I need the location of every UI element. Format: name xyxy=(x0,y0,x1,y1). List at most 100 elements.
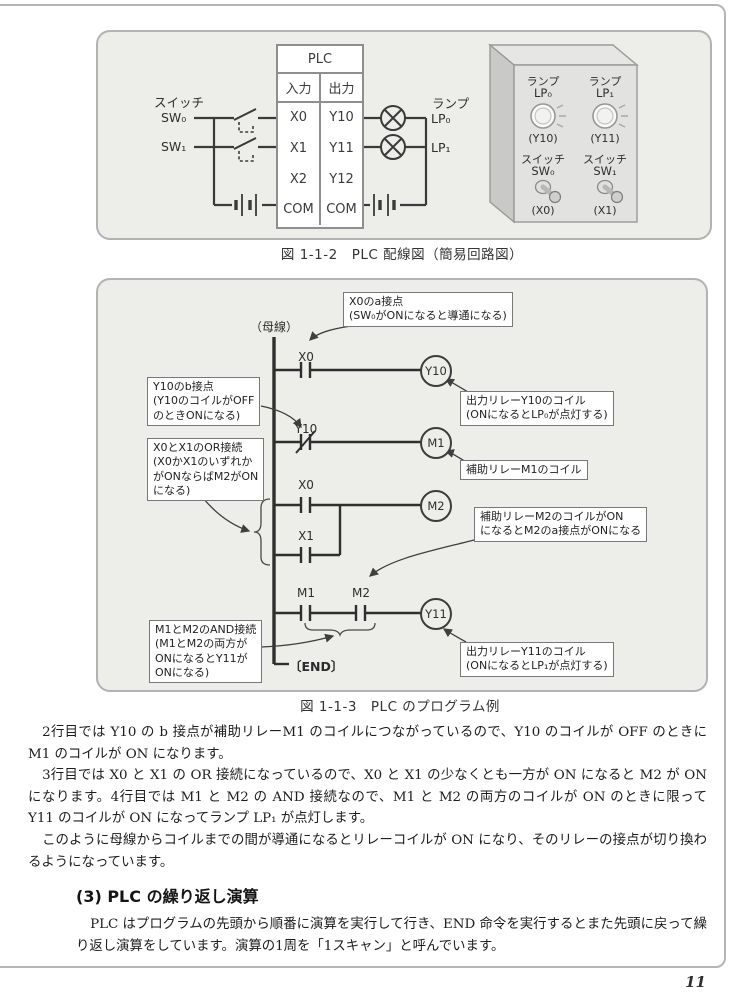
plc-table-title: PLC xyxy=(278,46,362,74)
annotation-and-connection: M1とM2のAND接続 (M1とM2の両方が ONになるとY11が ONになる) xyxy=(149,620,263,684)
panel-sw0-name: SW₀ xyxy=(531,164,555,178)
annotation-line: 出力リレーY11のコイル xyxy=(466,645,586,658)
contact-label-m1-rung4: M1 xyxy=(297,586,315,600)
section-3-block: (3) PLC の繰り返し演算 PLC はプログラムの先頭から順番に演算を実行し… xyxy=(76,883,707,957)
plc-input-com: COM xyxy=(283,202,314,218)
panel-toggle-sw1 xyxy=(596,179,624,204)
annotation-or-connection: X0とX1のOR接続 (X0かX1のいずれか がONならばM2がON になる) xyxy=(147,438,265,502)
annotation-line: 補助リレーM1のコイル xyxy=(466,463,582,476)
plc-output-y12: Y12 xyxy=(329,171,354,187)
paragraph-line2-explanation: 2行目では Y10 の b 接点が補助リレーM1 のコイルにつながっているので、… xyxy=(28,725,707,762)
annotation-arrows xyxy=(202,325,479,648)
annotation-line: ONになる) xyxy=(155,665,210,679)
annotation-line: のときONになる) xyxy=(153,408,241,422)
annotation-line: (X0かX1のいずれか xyxy=(153,455,253,469)
annotation-line: がONならばM2がON xyxy=(153,469,259,483)
annotation-line: になるとM2のa接点がONになる xyxy=(480,524,642,538)
lp0-label: LP₀ xyxy=(431,111,451,126)
end-instruction-label: 〔END〕 xyxy=(289,659,344,674)
annotation-line: になる) xyxy=(153,483,191,497)
panel-toggle-sw0 xyxy=(534,179,562,204)
annotation-line: 出力リレーY10のコイル xyxy=(466,394,586,407)
contact-label-y10-rung2: Y10 xyxy=(294,422,318,436)
figure-plc-program-example: （母線） 〔END〕 X0 Y10 X0 X1 M1 M2 Y10 M1 M2 … xyxy=(96,278,708,692)
annotation-m2-coil: 補助リレーM2のコイルがON になるとM2のa接点がONになる xyxy=(474,507,648,542)
or-group-brace xyxy=(253,498,271,566)
panel-lamp0-name: LP₀ xyxy=(534,86,552,100)
ladder-diagram-drawing xyxy=(202,325,479,666)
panel-lamp0-terminal: (Y10) xyxy=(528,132,558,145)
plc-output-y10: Y10 xyxy=(329,110,354,126)
plc-output-column: 出力 Y10 Y11 Y12 COM xyxy=(321,74,362,225)
annotation-line: ONになるとY11が xyxy=(155,651,248,665)
coil-m1: M1 xyxy=(420,427,452,459)
plc-input-x1: X1 xyxy=(289,141,308,157)
switch-group-label: スイッチ xyxy=(154,95,205,110)
panel-sw1-terminal: (X1) xyxy=(593,204,617,217)
sw0-label: SW₀ xyxy=(161,110,187,125)
section-3-heading: (3) PLC の繰り返し演算 xyxy=(76,887,259,907)
annotation-line: (SW₀がONになると導通になる) xyxy=(349,309,507,323)
plc-output-y11: Y11 xyxy=(329,141,354,157)
plc-output-com: COM xyxy=(326,202,357,218)
panel-sw1-name: SW₁ xyxy=(593,164,617,178)
panel-lamp1-terminal: (Y11) xyxy=(590,132,620,145)
contact-label-x0-rung3: X0 xyxy=(298,478,314,492)
figure-plc-wiring-diagram: スイッチ SW₀ SW₁ ランプ LP₀ LP₁ PLC 入力 X0 X1 X2… xyxy=(96,30,712,240)
panel-lamp-lp0 xyxy=(530,103,566,129)
contact-label-m2-rung4: M2 xyxy=(352,586,370,600)
annotation-line: (M1とM2の両方が xyxy=(155,637,248,651)
wiring-diagram-drawing xyxy=(194,43,639,224)
bus-label: （母線） xyxy=(249,320,298,334)
annotation-line: 補助リレーM2のコイルがON xyxy=(480,510,624,523)
coil-y11: Y11 xyxy=(420,598,452,630)
annotation-line: (ONになるとLP₀が点灯する) xyxy=(466,408,608,422)
annotation-line: (ONになるとLP₁が点灯する) xyxy=(466,659,608,673)
coil-y10: Y10 xyxy=(420,355,452,387)
annotation-line: X0とX1のOR接続 xyxy=(153,441,243,454)
annotation-y11-coil: 出力リレーY11のコイル (ONになるとLP₁が点灯する) xyxy=(460,642,614,677)
annotation-line: M1とM2のAND接続 xyxy=(155,623,257,636)
sw1-label: SW₁ xyxy=(161,139,187,154)
plc-input-x2: X2 xyxy=(289,171,308,187)
plc-input-header: 入力 xyxy=(278,74,319,103)
panel-lamp1-name: LP₁ xyxy=(596,86,614,100)
figure1-caption: 図 1-1-2 PLC 配線図（簡易回路図） xyxy=(280,247,524,263)
annotation-line: (Y10のコイルがOFF xyxy=(153,394,255,408)
panel-sw1-type: スイッチ xyxy=(583,153,627,166)
panel-lamp-lp1 xyxy=(592,103,628,129)
annotation-y10-b-contact: Y10のb接点 (Y10のコイルがOFF のときONになる) xyxy=(147,377,261,426)
contact-label-x1-branch: X1 xyxy=(298,529,314,543)
page-border xyxy=(0,4,726,968)
annotation-x0-a-contact: X0のa接点 (SW₀がONになると導通になる) xyxy=(343,292,513,327)
paragraph-line3-line4-explanation: 3行目では X0 と X1 の OR 接続になっているので、X0 と X1 の少… xyxy=(28,768,707,827)
annotation-line: Y10のb接点 xyxy=(153,380,214,393)
switch-symbol-sw1 xyxy=(233,137,257,162)
panel-sw0-type: スイッチ xyxy=(521,153,565,166)
battery-symbol-left xyxy=(234,194,257,216)
annotation-line: X0のa接点 xyxy=(349,295,404,308)
lamp-symbol-lp0 xyxy=(380,105,406,131)
and-group-brace xyxy=(304,622,376,637)
ladder-rungs xyxy=(274,362,422,666)
annotation-m1-coil: 補助リレーM1のコイル xyxy=(460,460,588,481)
panel-sw0-terminal: (X0) xyxy=(531,204,555,217)
lamp-symbol-lp1 xyxy=(380,134,406,160)
plc-input-column: 入力 X0 X1 X2 COM xyxy=(278,74,321,225)
lamp-group-label: ランプ xyxy=(432,96,470,111)
paragraph-relay-coil-explanation: このように母線からコイルまでの間が導通になるとリレーコイルが ON になり、その… xyxy=(28,832,707,870)
lp1-label: LP₁ xyxy=(431,140,451,155)
plc-input-x0: X0 xyxy=(289,110,308,126)
switch-symbol-sw0 xyxy=(233,108,257,133)
figure2-caption: 図 1-1-3 PLC のプログラム例 xyxy=(300,699,500,715)
plc-io-table: PLC 入力 X0 X1 X2 COM 出力 Y10 Y11 Y12 COM xyxy=(276,44,364,229)
paragraph-scan-explanation: PLC はプログラムの先頭から順番に演算を実行して行き、END 命令を実行すると… xyxy=(76,917,707,954)
panel-lamp0-type: ランプ xyxy=(526,75,560,88)
page-number: 11 xyxy=(685,973,706,991)
body-text: 2行目では Y10 の b 接点が補助リレーM1 のコイルにつながっているので、… xyxy=(28,722,707,957)
panel-lamp1-type: ランプ xyxy=(588,75,622,88)
battery-symbol-right xyxy=(373,194,396,216)
coil-m2: M2 xyxy=(420,490,452,522)
plc-output-header: 出力 xyxy=(321,74,362,103)
